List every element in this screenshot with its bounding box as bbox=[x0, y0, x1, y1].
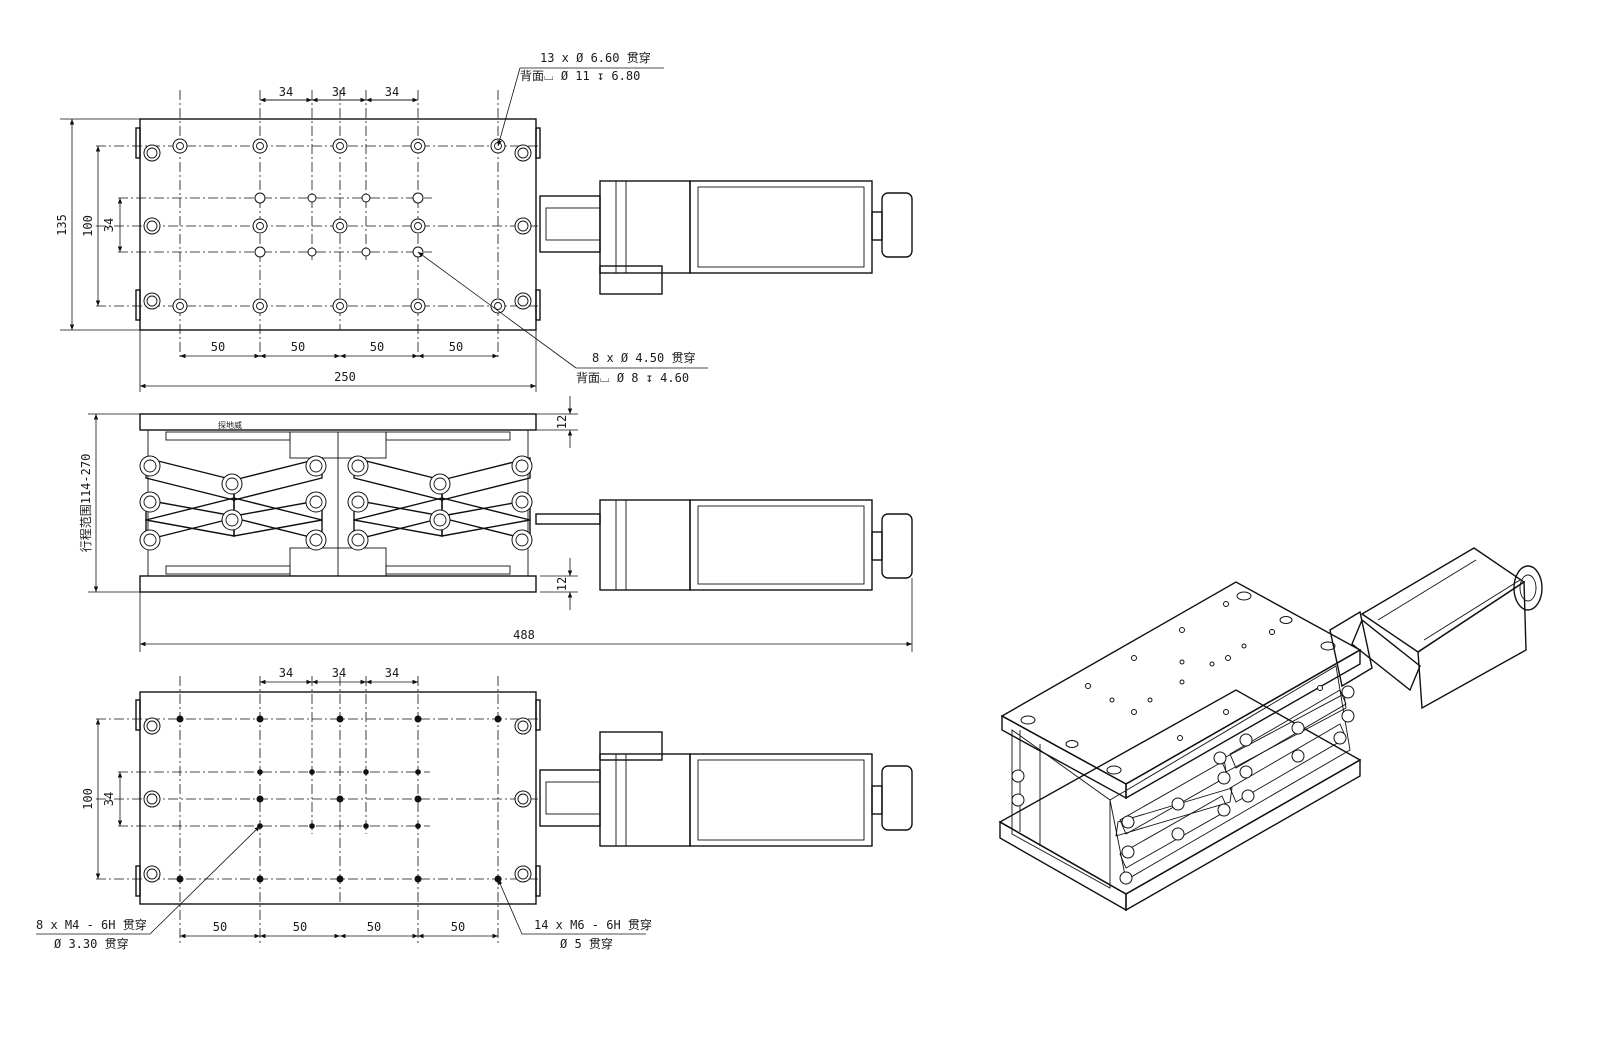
dim-34-b: 34 bbox=[332, 85, 346, 99]
note-m6-line2: Ø 5 贯穿 bbox=[560, 936, 613, 951]
bottom-dim-34-a: 34 bbox=[279, 666, 293, 680]
bottom-view: 34 34 34 50 50 50 50 100 34 8 x M4 - 6H … bbox=[36, 666, 913, 951]
note-m6-line1: 14 x M6 - 6H 贯穿 bbox=[534, 917, 652, 932]
dim-34-row: 34 34 34 bbox=[260, 85, 418, 103]
dim-34-vertical: 34 bbox=[102, 218, 116, 232]
counterbored-holes bbox=[172, 138, 506, 314]
motor-assembly-side bbox=[535, 499, 913, 591]
pivot-bolts bbox=[139, 455, 533, 551]
dim-488: 488 bbox=[513, 628, 535, 642]
note-m4-holes: 8 x M4 - 6H 贯穿 Ø 3.30 贯穿 bbox=[36, 825, 261, 951]
dim-34-a: 34 bbox=[279, 85, 293, 99]
iso-pivot-bolts bbox=[1011, 685, 1355, 885]
bottom-dim-50-b: 50 bbox=[293, 920, 307, 934]
top-plate-outline bbox=[139, 118, 537, 331]
dim-135: 135 bbox=[55, 214, 69, 236]
iso-plate-holes bbox=[1020, 591, 1336, 775]
iso-scissor-links bbox=[1115, 689, 1347, 869]
note-8-line2: 背面⌴ Ø 8 ↧ 4.60 bbox=[576, 371, 689, 385]
dim-50-row: 50 50 50 50 bbox=[180, 340, 498, 359]
note-m4-line1: 8 x M4 - 6H 贯穿 bbox=[36, 917, 147, 932]
note-13-holes: 13 x Ø 6.60 贯穿 背面⌴ Ø 11 ↧ 6.80 bbox=[497, 50, 664, 147]
travel-range-label: 行程范围114-270 bbox=[78, 454, 93, 553]
motor-assembly-bottom bbox=[539, 731, 913, 847]
dim-50-a: 50 bbox=[211, 340, 225, 354]
dim-50-b: 50 bbox=[291, 340, 305, 354]
dim-250: 250 bbox=[334, 370, 356, 384]
bottom-dim-50-c: 50 bbox=[367, 920, 381, 934]
bottom-dim-100: 100 bbox=[81, 788, 95, 810]
motor-assembly-top bbox=[539, 180, 913, 295]
dim-100: 100 bbox=[81, 215, 95, 237]
bottom-dim-34-b: 34 bbox=[332, 666, 346, 680]
dim-12-top: 12 bbox=[555, 415, 569, 429]
note-m6-holes: 14 x M6 - 6H 贯穿 Ø 5 贯穿 bbox=[497, 878, 652, 951]
note-13-line2: 背面⌴ Ø 11 ↧ 6.80 bbox=[520, 69, 640, 83]
corner-holes bbox=[143, 144, 532, 310]
bottom-dim-34-c: 34 bbox=[385, 666, 399, 680]
note-8-holes: 8 x Ø 4.50 贯穿 背面⌴ Ø 8 ↧ 4.60 bbox=[417, 251, 708, 385]
bottom-dim-50-a: 50 bbox=[213, 920, 227, 934]
side-bottom-plate bbox=[139, 575, 537, 593]
dim-50-d: 50 bbox=[449, 340, 463, 354]
note-13-line1: 13 x Ø 6.60 贯穿 bbox=[540, 50, 651, 65]
side-view: 探地威 bbox=[78, 396, 913, 652]
dim-34-c: 34 bbox=[385, 85, 399, 99]
note-8-line1: 8 x Ø 4.50 贯穿 bbox=[592, 350, 695, 365]
bottom-dim-34-vertical: 34 bbox=[102, 792, 116, 806]
bottom-dim-50-d: 50 bbox=[451, 920, 465, 934]
iso-motor bbox=[1329, 547, 1543, 710]
side-top-plate bbox=[139, 413, 537, 431]
dim-50-c: 50 bbox=[370, 340, 384, 354]
note-m4-line2: Ø 3.30 贯穿 bbox=[54, 936, 129, 951]
bottom-plate-outline bbox=[139, 691, 537, 905]
brand-label: 探地威 bbox=[218, 420, 242, 430]
dim-12-bottom: 12 bbox=[555, 577, 569, 591]
top-view: 34 34 34 50 50 50 50 250 135 100 34 bbox=[55, 50, 913, 392]
bottom-corner-holes bbox=[143, 717, 532, 883]
isometric-view bbox=[998, 547, 1543, 912]
